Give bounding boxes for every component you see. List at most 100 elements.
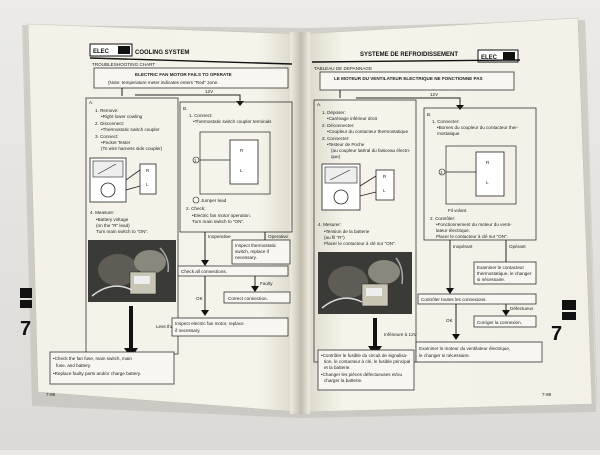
- left-page-content: ELEC COOLING SYSTEM TROUBLESHOOTING CHAR…: [20, 43, 293, 397]
- page-number-left: 7-88: [46, 392, 56, 397]
- ok-right: OK: [446, 318, 454, 323]
- header-left: COOLING SYSTEM: [135, 50, 189, 56]
- svg-text:A.: A.: [317, 102, 321, 107]
- svg-text:si nécessaire.: si nécessaire.: [477, 277, 505, 282]
- svg-text:(on the "R" lead): (on the "R" lead): [96, 223, 130, 228]
- step-b-left: B. 1. Connect: •Thermostatic switch coup…: [183, 106, 272, 124]
- svg-text:•Thermostatic switch coupler t: •Thermostatic switch coupler terminals: [193, 119, 272, 124]
- elec-battery-icon-right: [503, 52, 515, 60]
- svg-text:2. Check:: 2. Check:: [186, 206, 205, 211]
- svg-text:et la batterie.: et la batterie.: [324, 365, 351, 370]
- svg-text:3. Connect:: 3. Connect:: [95, 134, 119, 139]
- measure-right: 4. Mesurer: •Tension de la batterie (au …: [318, 222, 396, 246]
- svg-text:switch, replace if: switch, replace if: [235, 249, 270, 254]
- svg-text:2. Contrôler:: 2. Contrôler:: [430, 216, 455, 221]
- section-label-left: ELEC: [93, 49, 110, 55]
- svg-text:Placer le contacteur à clé sur: Placer le contacteur à clé sur "ON".: [436, 234, 508, 239]
- svg-text:mostatique: mostatique: [437, 131, 460, 136]
- less-than-right: Inférieure à 12V: [384, 332, 418, 337]
- svg-text:Placer le contacteur à clé sur: Placer le contacteur à clé sur "ON".: [324, 241, 396, 246]
- switch-coupler-diagram-left: R L 1 Jumper lead: [192, 131, 271, 204]
- header-right: SYSTEME DE REFROIDISSEMENT: [360, 52, 458, 58]
- svg-text:lateur électrique.: lateur électrique.: [436, 228, 470, 233]
- svg-text:•Check the fan fuse, main swit: •Check the fan fuse, main switch, main: [53, 356, 132, 361]
- inspect-switch-left: Inspect thermostatic switch, replace if …: [235, 243, 277, 260]
- page-number-right: 7-88: [542, 392, 552, 397]
- faulty-left: Faulty: [260, 281, 273, 286]
- inspect-motor-right-1: Examiner le moteur du ventilateur électr…: [419, 346, 510, 351]
- subheader-right: TABLEAU DE DEPANNAGE: [314, 66, 372, 71]
- svg-text:•Pocket Tester: •Pocket Tester: [101, 140, 131, 145]
- chapter-number-left: 7: [20, 318, 31, 340]
- motorcycle-photo-left: [88, 240, 176, 302]
- svg-text:1: 1: [440, 170, 443, 175]
- page-edges-right: [578, 19, 598, 405]
- inspect-switch-right: Examiner le contacteur thermostatique, l…: [477, 265, 532, 282]
- svg-text:Turn main switch to "ON".: Turn main switch to "ON".: [192, 219, 244, 224]
- svg-text:necessary.: necessary.: [235, 255, 257, 260]
- step-a-left: A. 1. Remove: •Right lower cowling 2. Di…: [89, 100, 163, 151]
- svg-text:•Bornes du coupleur du contact: •Bornes du coupleur du contacteur ther-: [437, 125, 519, 130]
- svg-text:A.: A.: [89, 100, 93, 105]
- svg-text:R: R: [146, 168, 150, 173]
- svg-text:•Right lower cowling: •Right lower cowling: [101, 114, 143, 119]
- svg-text:•Replace faulty parts and/or c: •Replace faulty parts and/or charge batt…: [53, 371, 141, 376]
- pocket-tester-illustration-left: R L: [89, 157, 157, 203]
- svg-text:1. Remove:: 1. Remove:: [95, 108, 119, 113]
- operative-right: Opérant: [509, 244, 526, 249]
- voltage-right: 12V: [430, 92, 439, 97]
- inspect-motor-left-2: if necessary.: [175, 328, 200, 333]
- step-b-right: B. 1. Connecter: •Bornes du coupleur du …: [427, 112, 519, 136]
- chapter-tab-right: [562, 300, 576, 310]
- svg-text:R: R: [240, 148, 244, 153]
- svg-text:1. Connecter:: 1. Connecter:: [432, 119, 460, 124]
- svg-text:•Electric fan motor operation.: •Electric fan motor operation.: [192, 213, 251, 218]
- svg-text:Turn main switch to "ON".: Turn main switch to "ON".: [96, 229, 148, 234]
- switch-coupler-diagram-right: R L 1 Fil volant: [438, 145, 517, 213]
- inoperative-right: Inopérant: [453, 244, 473, 249]
- svg-text:R: R: [486, 160, 490, 165]
- svg-text:Examiner le contacteur: Examiner le contacteur: [477, 265, 524, 270]
- svg-text:•Testeur de Poche: •Testeur de Poche: [327, 142, 365, 147]
- operative-left: Operative: [268, 234, 288, 239]
- svg-text:3. Connecter:: 3. Connecter:: [322, 136, 350, 141]
- svg-text:2. Disconnect:: 2. Disconnect:: [95, 121, 124, 126]
- title-right: LE MOTEUR DU VENTILATEUR ELECTRIQUE NE F…: [334, 76, 483, 81]
- svg-text:R: R: [383, 174, 387, 179]
- svg-text:B.: B.: [183, 106, 187, 111]
- svg-text:(au fil "R"): (au fil "R"): [324, 235, 345, 240]
- measure-left: 4. Measure: •Battery voltage (on the "R"…: [90, 210, 148, 234]
- result-left: •Check the fan fuse, main switch, main f…: [53, 356, 141, 376]
- inoperative-left: Inoperative: [208, 234, 231, 239]
- svg-text:4. Measure:: 4. Measure:: [90, 210, 114, 215]
- svg-text:•Contrôler le fusible du circu: •Contrôler le fusible du circuit de sign…: [321, 353, 408, 358]
- title-left: ELECTRIC FAN MOTOR FAILS TO OPERATE: [135, 72, 232, 77]
- check-left: 2. Check: •Electric fan motor operation.…: [186, 206, 251, 224]
- svg-text:1. Connect:: 1. Connect:: [189, 113, 213, 118]
- svg-text:•Changer les pièces défectueus: •Changer les pièces défectueuses et/ou: [321, 372, 402, 377]
- ok-left: OK: [196, 296, 204, 301]
- svg-text:•Coupleur du contacteur thermo: •Coupleur du contacteur thermostatique: [327, 129, 408, 134]
- svg-text:4. Mesurer:: 4. Mesurer:: [318, 222, 341, 227]
- step-a-right: A. 1. Déposer: •Carénage inférieur droit…: [317, 102, 411, 159]
- svg-text:(To wire harness side coupler): (To wire harness side coupler): [101, 146, 163, 151]
- correct-left: Correct connection.: [228, 296, 268, 301]
- voltage-left: 12V: [205, 89, 214, 94]
- svg-text:2. Déconnecter:: 2. Déconnecter:: [322, 123, 354, 128]
- elec-battery-icon: [118, 46, 130, 54]
- subheader-left: TROUBLESHOOTING CHART: [92, 62, 155, 67]
- jumper-label-right: Fil volant: [448, 208, 467, 213]
- chapter-tab-left: [20, 288, 32, 298]
- result-right: •Contrôler le fusible du circuit de sign…: [321, 353, 410, 383]
- svg-text:•Battery voltage: •Battery voltage: [96, 217, 129, 222]
- faulty-right: Défectueux: [510, 306, 534, 311]
- check-right: 2. Contrôler: •Fonctionnement du moteur …: [430, 216, 512, 239]
- check-all-left: Check all connections.: [181, 269, 227, 274]
- svg-text:•Tension de la batterie: •Tension de la batterie: [324, 229, 370, 234]
- svg-text:thermostatique, le changer: thermostatique, le changer: [477, 271, 532, 276]
- svg-text:•Thermostatic switch coupler: •Thermostatic switch coupler: [101, 127, 160, 132]
- svg-text:Inspect thermostatic: Inspect thermostatic: [235, 243, 277, 248]
- right-page-content: SYSTEME DE REFROIDISSEMENT ELEC TABLEAU …: [311, 49, 576, 397]
- svg-text:tion, le contacteur à clé, le: tion, le contacteur à clé, le fusible pr…: [324, 359, 410, 364]
- svg-text:1: 1: [194, 158, 197, 163]
